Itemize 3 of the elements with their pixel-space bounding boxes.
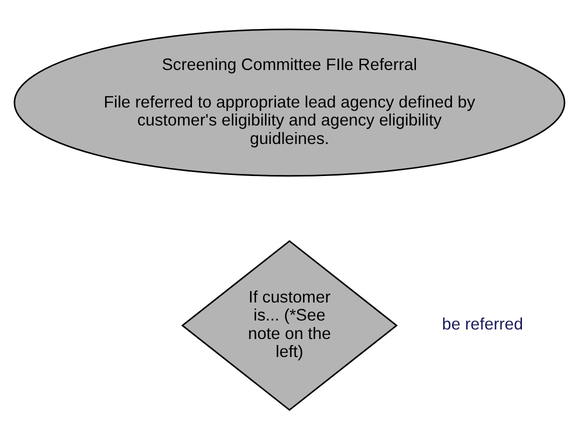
node-diamond: If customer is... (*See note on the left) [181, 240, 398, 410]
node-ellipse: Screening Committee FIle Referral File referred to appropriate lead agency defined by customer's eligibility and agency eligibility guidleines. [14, 28, 566, 176]
label: be referred [442, 314, 524, 334]
